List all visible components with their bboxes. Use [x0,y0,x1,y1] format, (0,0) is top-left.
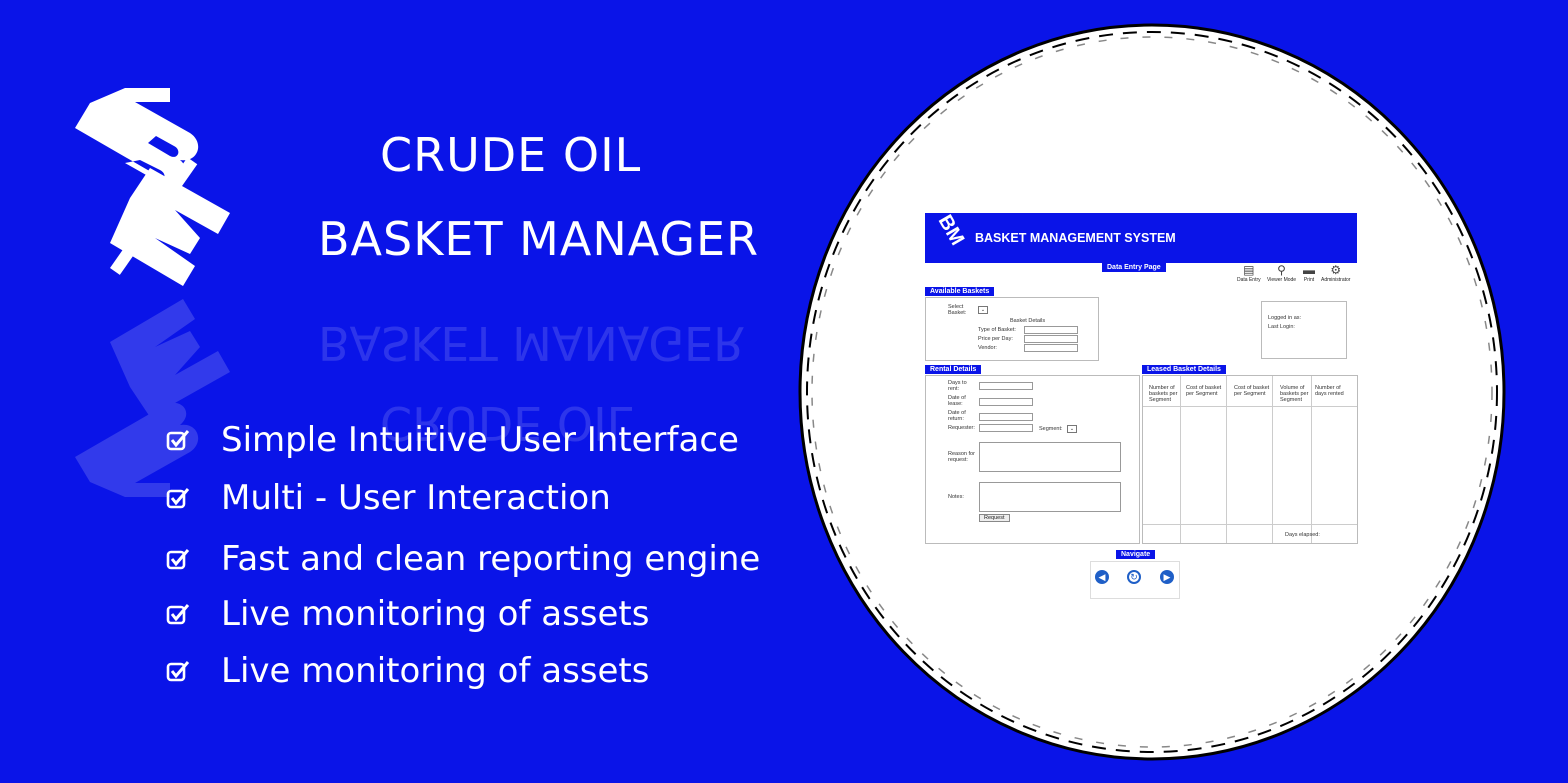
type-of-basket-label: Type of Basket: [978,327,1016,333]
column-header: Number of baskets per Segment [1149,385,1178,404]
days-to-rent-label: Days to rent: [948,380,967,393]
title-line2-reflection: BASKET MANAGER [318,316,746,370]
last-login-label: Last Login: [1268,324,1295,330]
column-divider [1272,376,1273,543]
column-header: Number of days rented [1315,385,1344,398]
date-of-lease-label: Date of lease: [948,395,966,408]
app-header: BM BASKET MANAGEMENT SYSTEM [925,211,1357,263]
refresh-icon[interactable]: ↻ [1127,570,1141,584]
reason-textarea[interactable] [979,442,1121,472]
date-of-lease-field[interactable] [979,398,1033,406]
feature-item: Live monitoring of assets [165,646,649,696]
available-baskets-panel: Select Basket: ⌄ Basket Details Type of … [925,297,1099,361]
feature-text: Live monitoring of assets [221,651,650,691]
column-header: Cost of basket per Segment [1234,385,1270,398]
next-icon[interactable]: ▶ [1160,570,1174,584]
app-title: BASKET MANAGEMENT SYSTEM [975,231,1176,245]
toolbar-label: Print [1303,277,1315,283]
checkbox-icon [166,430,190,451]
notes-label: Notes: [948,494,964,500]
price-per-day-label: Price per Day: [978,336,1013,342]
rental-details-heading: Rental Details [925,365,982,374]
gears-icon: ⚙ [1330,263,1342,277]
feature-item: Live monitoring of assets [165,589,649,639]
column-header: Volume of baskets per Segment [1280,385,1309,404]
checkbox-icon [166,661,190,682]
price-per-day-field[interactable] [1024,335,1078,343]
vendor-field[interactable] [1024,344,1078,352]
checkbox-icon [166,549,190,570]
feature-item: Fast and clean reporting engine [165,534,760,584]
login-info-panel: Logged in as: Last Login: [1261,301,1347,359]
vendor-label: Vendor: [978,345,997,351]
requester-field[interactable] [979,424,1033,432]
checkbox-icon [166,604,190,625]
bm-logo-icon [75,88,230,286]
type-of-basket-field[interactable] [1024,326,1078,334]
toolbar-viewer-mode[interactable]: ⚲ Viewer Mode [1267,263,1296,283]
app-window: BM BASKET MANAGEMENT SYSTEM Data Entry P… [925,211,1358,603]
feature-text: Fast and clean reporting engine [221,539,761,579]
select-basket-dropdown[interactable]: ⌄ [978,306,988,314]
requester-label: Requester: [948,425,975,431]
available-baskets-heading: Available Baskets [925,287,995,296]
column-divider [1180,376,1181,543]
header-divider [1143,406,1357,407]
bm-logo-reflection-icon [75,299,230,497]
leased-basket-heading: Leased Basket Details [1142,365,1226,374]
bm-logo-reflection [70,292,240,497]
previous-icon[interactable]: ◀ [1095,570,1109,584]
printer-icon: ▬ [1303,263,1315,277]
segment-label: Segment: [1039,426,1063,432]
feature-text: Multi - User Interaction [221,478,611,518]
select-basket-label: Select Basket: [948,304,967,317]
title-line1: CRUDE OIL [380,128,642,182]
document-icon: ▤ [1243,263,1255,277]
toolbar-print[interactable]: ▬ Print [1302,263,1316,283]
date-of-return-label: Date of return: [948,410,966,423]
logged-in-label: Logged in as: [1268,315,1302,321]
footer-divider [1143,524,1357,525]
request-button[interactable]: Request [979,514,1010,522]
magnifier-icon: ⚲ [1277,263,1286,277]
notes-textarea[interactable] [979,482,1121,512]
rental-details-panel: Days to rent: Date of lease: Date of ret… [925,375,1140,544]
navigate-panel: ◀ ↻ ▶ [1090,561,1180,599]
app-logo: BM [933,211,969,250]
toolbar-administrator[interactable]: ⚙ Administrator [1321,263,1350,283]
column-divider [1226,376,1227,543]
reason-label: Reason for request: [948,451,975,464]
column-header: Cost of basket per Segment [1186,385,1222,398]
days-to-rent-field[interactable] [979,382,1033,390]
bm-logo [70,88,240,293]
toolbar-label: Administrator [1321,277,1351,283]
feature-item: Multi - User Interaction [165,473,611,523]
feature-text: Live monitoring of assets [221,594,650,634]
days-elapsed-label: Days elapsed: [1285,532,1320,538]
leased-basket-table: Number of baskets per Segment Cost of ba… [1142,375,1358,544]
column-divider [1311,376,1312,543]
basket-details-heading: Basket Details [1010,318,1046,324]
toolbar-label: Viewer Mode [1267,277,1297,283]
segment-dropdown[interactable]: ⌄ [1067,425,1077,433]
title-line2: BASKET MANAGER [318,212,760,266]
navigate-heading: Navigate [1116,550,1156,559]
feature-item: Simple Intuitive User Interface [165,415,739,465]
checkbox-icon [166,488,190,509]
date-of-return-field[interactable] [979,413,1033,421]
toolbar-label: Data Entry [1237,277,1261,283]
toolbar-data-entry[interactable]: ▤ Data Entry [1237,263,1261,283]
page-label: Data Entry Page [1102,263,1166,272]
feature-text: Simple Intuitive User Interface [221,420,739,460]
